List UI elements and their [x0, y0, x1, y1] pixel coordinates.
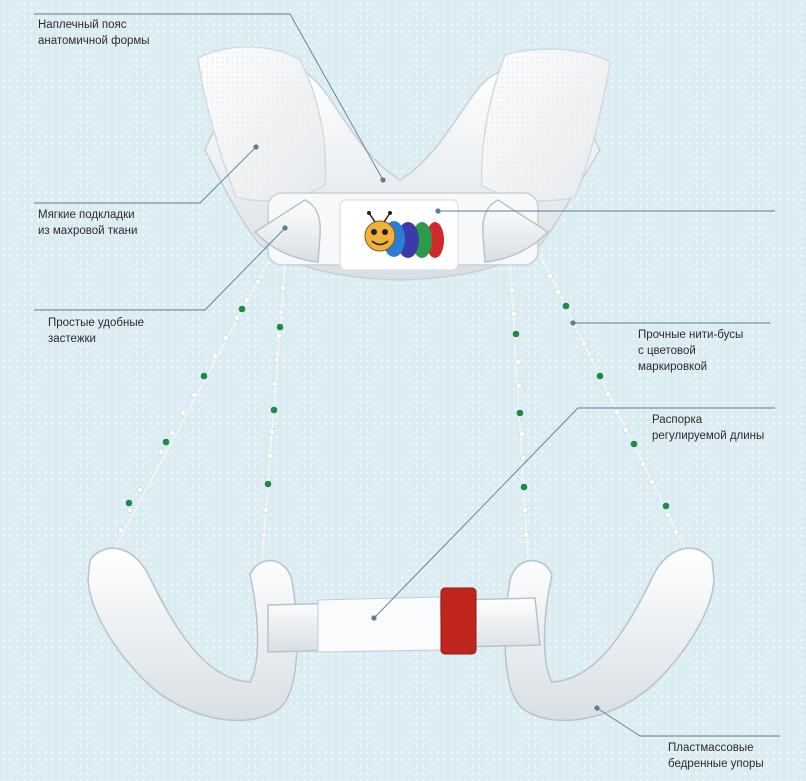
leader-lines	[34, 13, 780, 737]
label-thigh-supports: Пластмассовые бедренные упоры	[668, 742, 764, 770]
caterpillar-logo	[364, 211, 444, 258]
label-spreader: Распорка регулируемой длины	[652, 414, 765, 442]
green-beads	[125, 302, 670, 510]
right-terry-pad	[480, 48, 611, 202]
right-thigh-support	[504, 547, 715, 722]
red-length-slider	[440, 587, 477, 655]
spreader-bar	[267, 596, 541, 653]
left-terry-pad	[197, 46, 327, 202]
left-thigh-support	[87, 547, 298, 722]
left-clasp	[253, 199, 321, 263]
label-shoulder-belt: Наплечный пояс анатомичной формы	[38, 19, 150, 47]
label-bead-straps: Прочные нити-бусы с цветовой маркировкой	[638, 329, 744, 373]
leader-dots	[253, 144, 600, 711]
right-clasp	[482, 199, 550, 263]
label-soft-pads: Мягкие подкладки из махровой ткани	[38, 209, 138, 237]
label-clasps: Простые удобные застежки	[48, 317, 145, 345]
white-beads	[117, 272, 680, 539]
bead-straps	[114, 254, 686, 561]
